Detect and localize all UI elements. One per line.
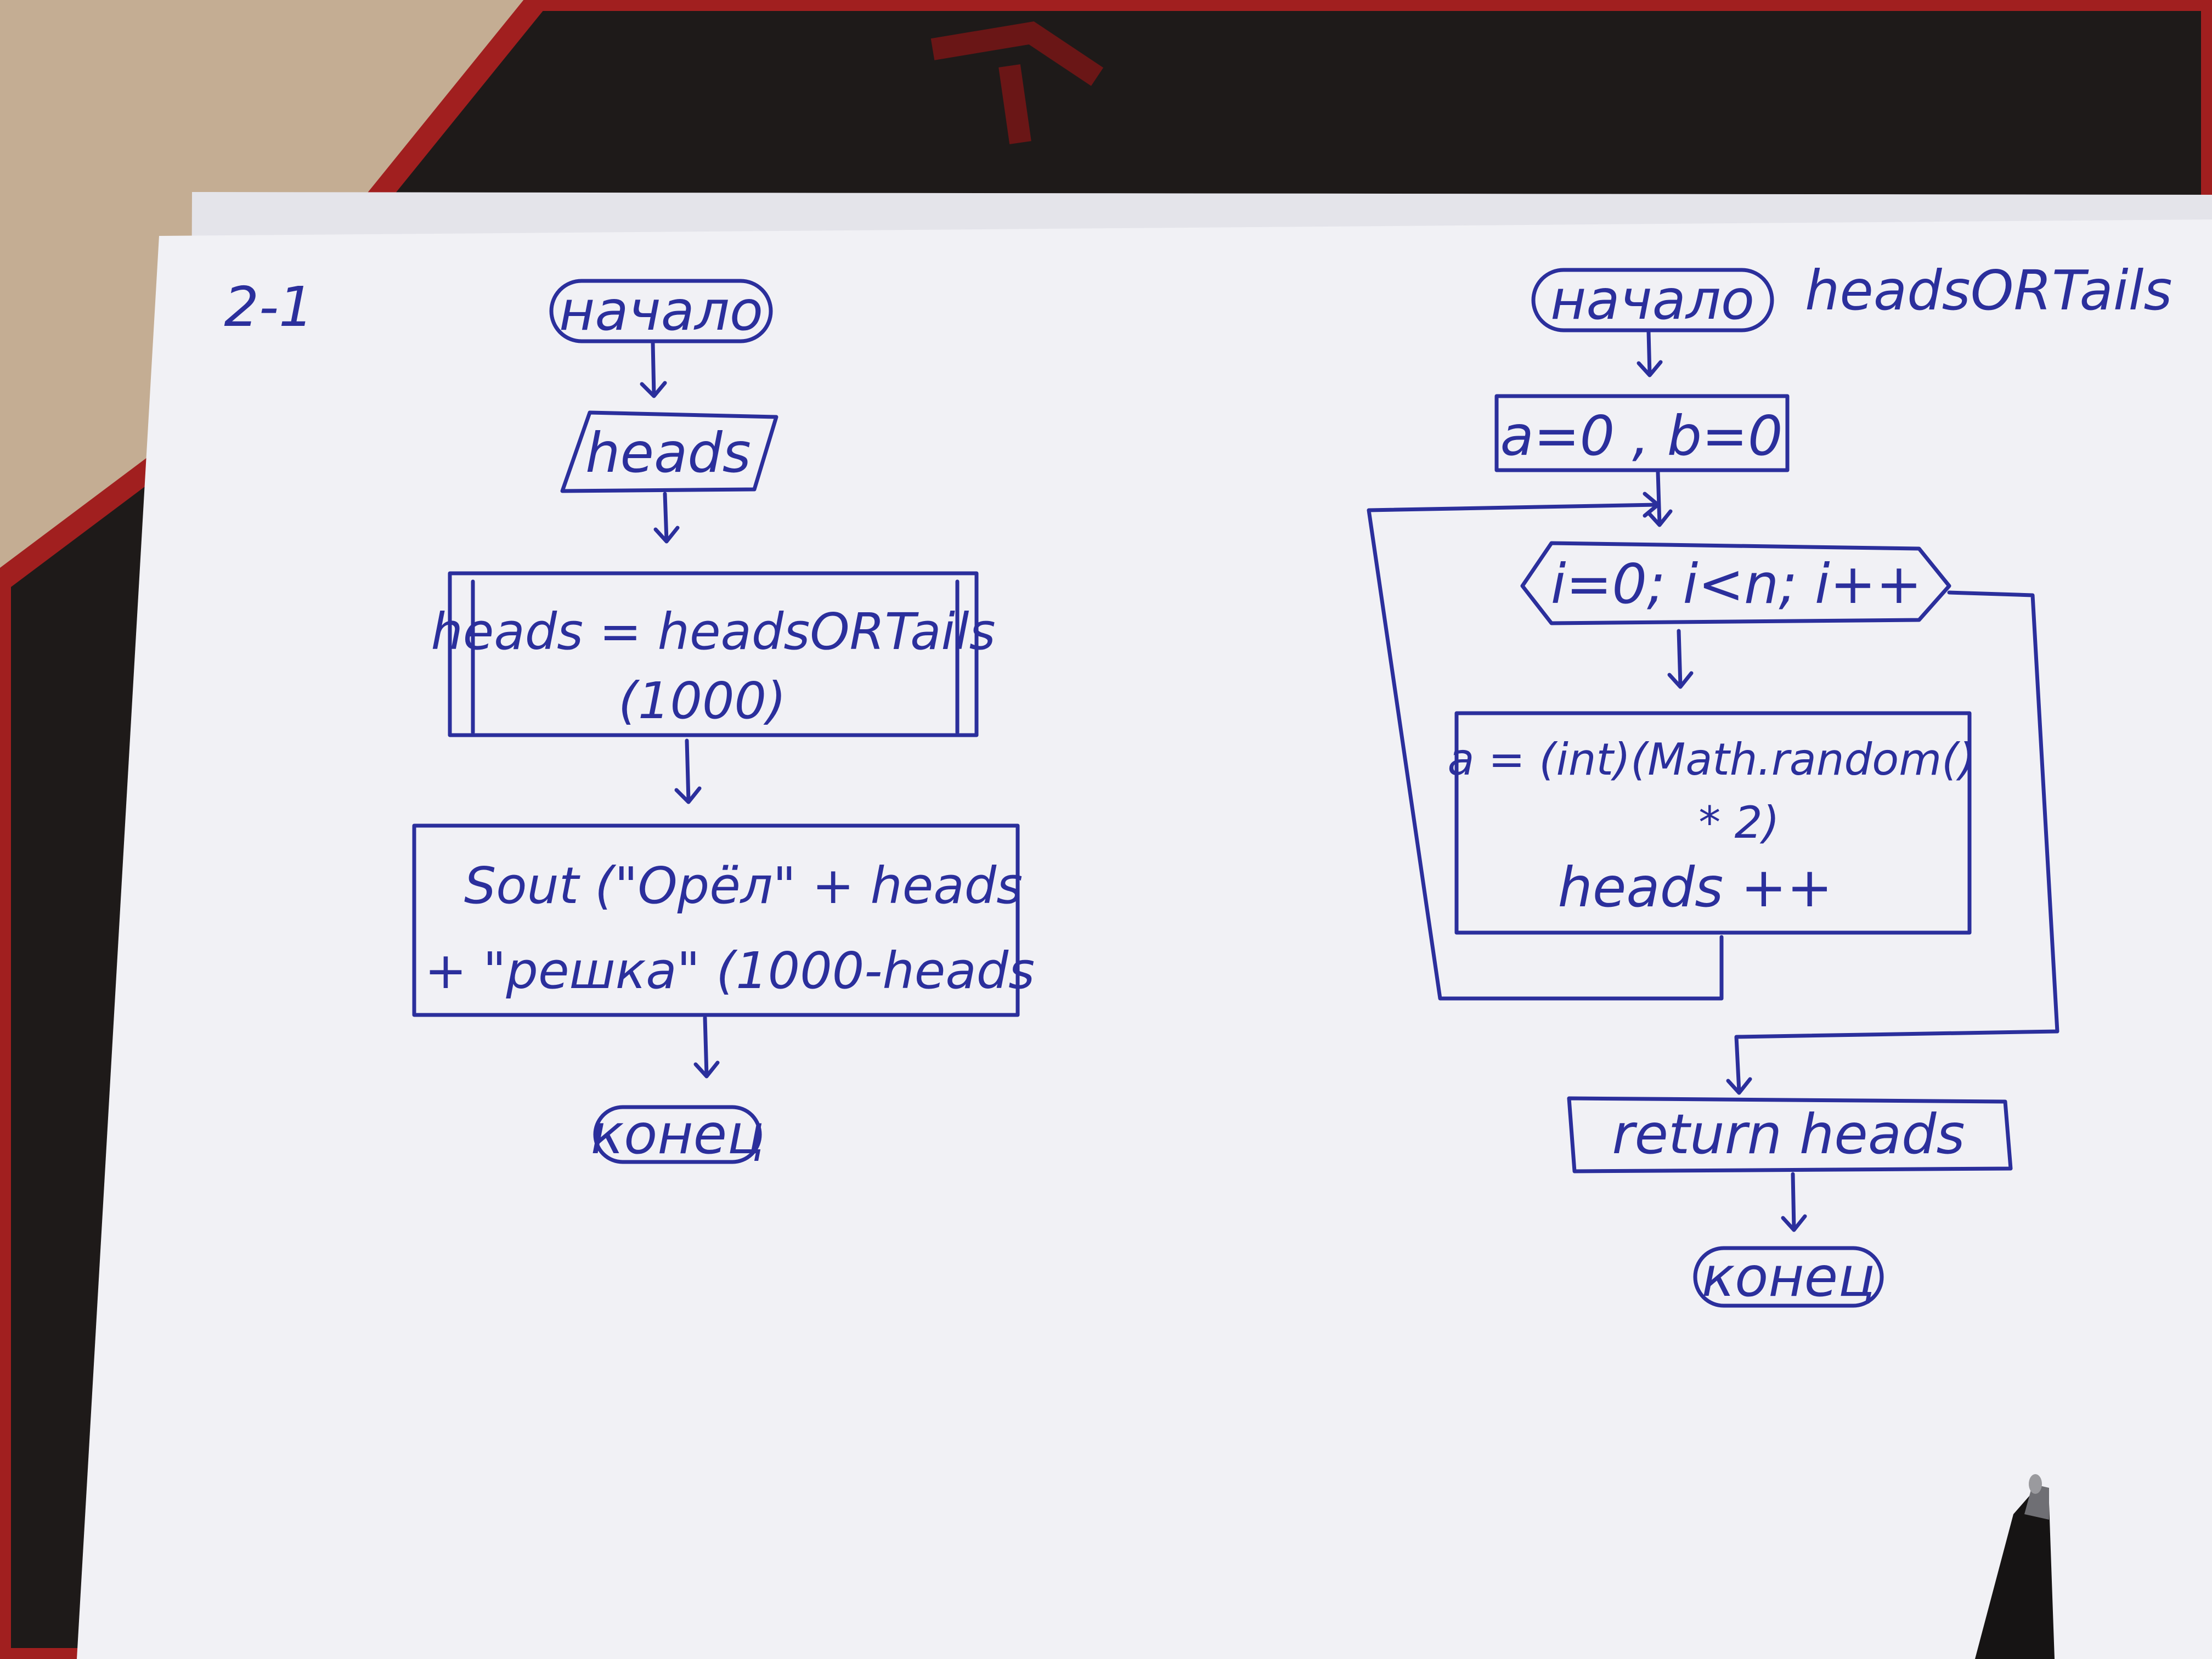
right-return-box bbox=[1567, 1096, 2013, 1173]
right-start-terminal bbox=[1531, 268, 1774, 332]
left-arrow-4 bbox=[703, 1015, 709, 1077]
right-init-label: a=0 , b=0 bbox=[1500, 404, 1783, 468]
left-arrow-3 bbox=[685, 738, 691, 803]
right-arrow-4-head bbox=[1781, 1214, 1807, 1232]
left-arrow-3-head bbox=[674, 786, 702, 804]
right-arrow-3 bbox=[1677, 629, 1683, 688]
left-arrow-1-head bbox=[640, 381, 667, 398]
right-end-terminal bbox=[1693, 1246, 1884, 1308]
right-body-line1: a = (int)(Math.random() bbox=[1447, 734, 1976, 785]
left-output-box bbox=[412, 823, 1020, 1017]
mat-marking bbox=[930, 21, 1104, 144]
left-arrow-2-head bbox=[653, 526, 680, 544]
right-loop-exit-head bbox=[1726, 1077, 1752, 1095]
right-body-line2: * 2) bbox=[1699, 797, 1780, 848]
left-output-line2: + "решка" (1000-heads bbox=[424, 941, 1035, 1000]
left-arrow-4-head bbox=[693, 1060, 720, 1079]
left-start-terminal bbox=[549, 279, 773, 343]
right-body-box bbox=[1454, 711, 1972, 935]
right-arrow-2-head bbox=[1646, 509, 1673, 527]
left-start-label: начало bbox=[558, 279, 764, 343]
right-start-label: начало bbox=[1550, 268, 1755, 332]
right-arrow-3-head bbox=[1667, 671, 1694, 689]
right-arrow-1 bbox=[1646, 330, 1652, 376]
left-arrow-1 bbox=[651, 341, 656, 397]
left-arrow-2 bbox=[663, 492, 669, 543]
left-end-label: конец bbox=[590, 1102, 765, 1166]
left-output-line1: Sout ("Орёл" + heads bbox=[464, 856, 1023, 915]
right-init-box bbox=[1494, 394, 1790, 472]
right-arrow-4 bbox=[1791, 1172, 1796, 1231]
left-input-label: heads bbox=[585, 421, 751, 485]
right-loop-exit-line bbox=[1734, 590, 2059, 1094]
right-end-label: конец bbox=[1701, 1245, 1876, 1309]
pen bbox=[1975, 1474, 2055, 1659]
paper-sheet bbox=[77, 219, 2212, 1659]
left-subroutine-box bbox=[448, 571, 979, 737]
left-input-parallelogram bbox=[560, 410, 778, 493]
right-return-label: return heads bbox=[1612, 1102, 1965, 1166]
right-loop-label: i=0; i<n; i++ bbox=[1550, 552, 1922, 616]
right-arrow-1-head bbox=[1637, 360, 1663, 377]
left-subroutine-line1: heads = headsORTails bbox=[431, 602, 996, 661]
right-loop-hexagon bbox=[1520, 541, 1951, 625]
left-end-terminal bbox=[593, 1105, 762, 1164]
right-loop-back-line bbox=[1367, 503, 1724, 1001]
page-number: 2-1 bbox=[224, 275, 314, 339]
left-subroutine-line2: (1000) bbox=[618, 672, 786, 730]
right-loop-back-head bbox=[1643, 492, 1660, 518]
right-title: headsORTails bbox=[1805, 258, 2172, 323]
right-body-line3: heads ++ bbox=[1558, 855, 1833, 919]
right-arrow-2 bbox=[1656, 470, 1662, 526]
